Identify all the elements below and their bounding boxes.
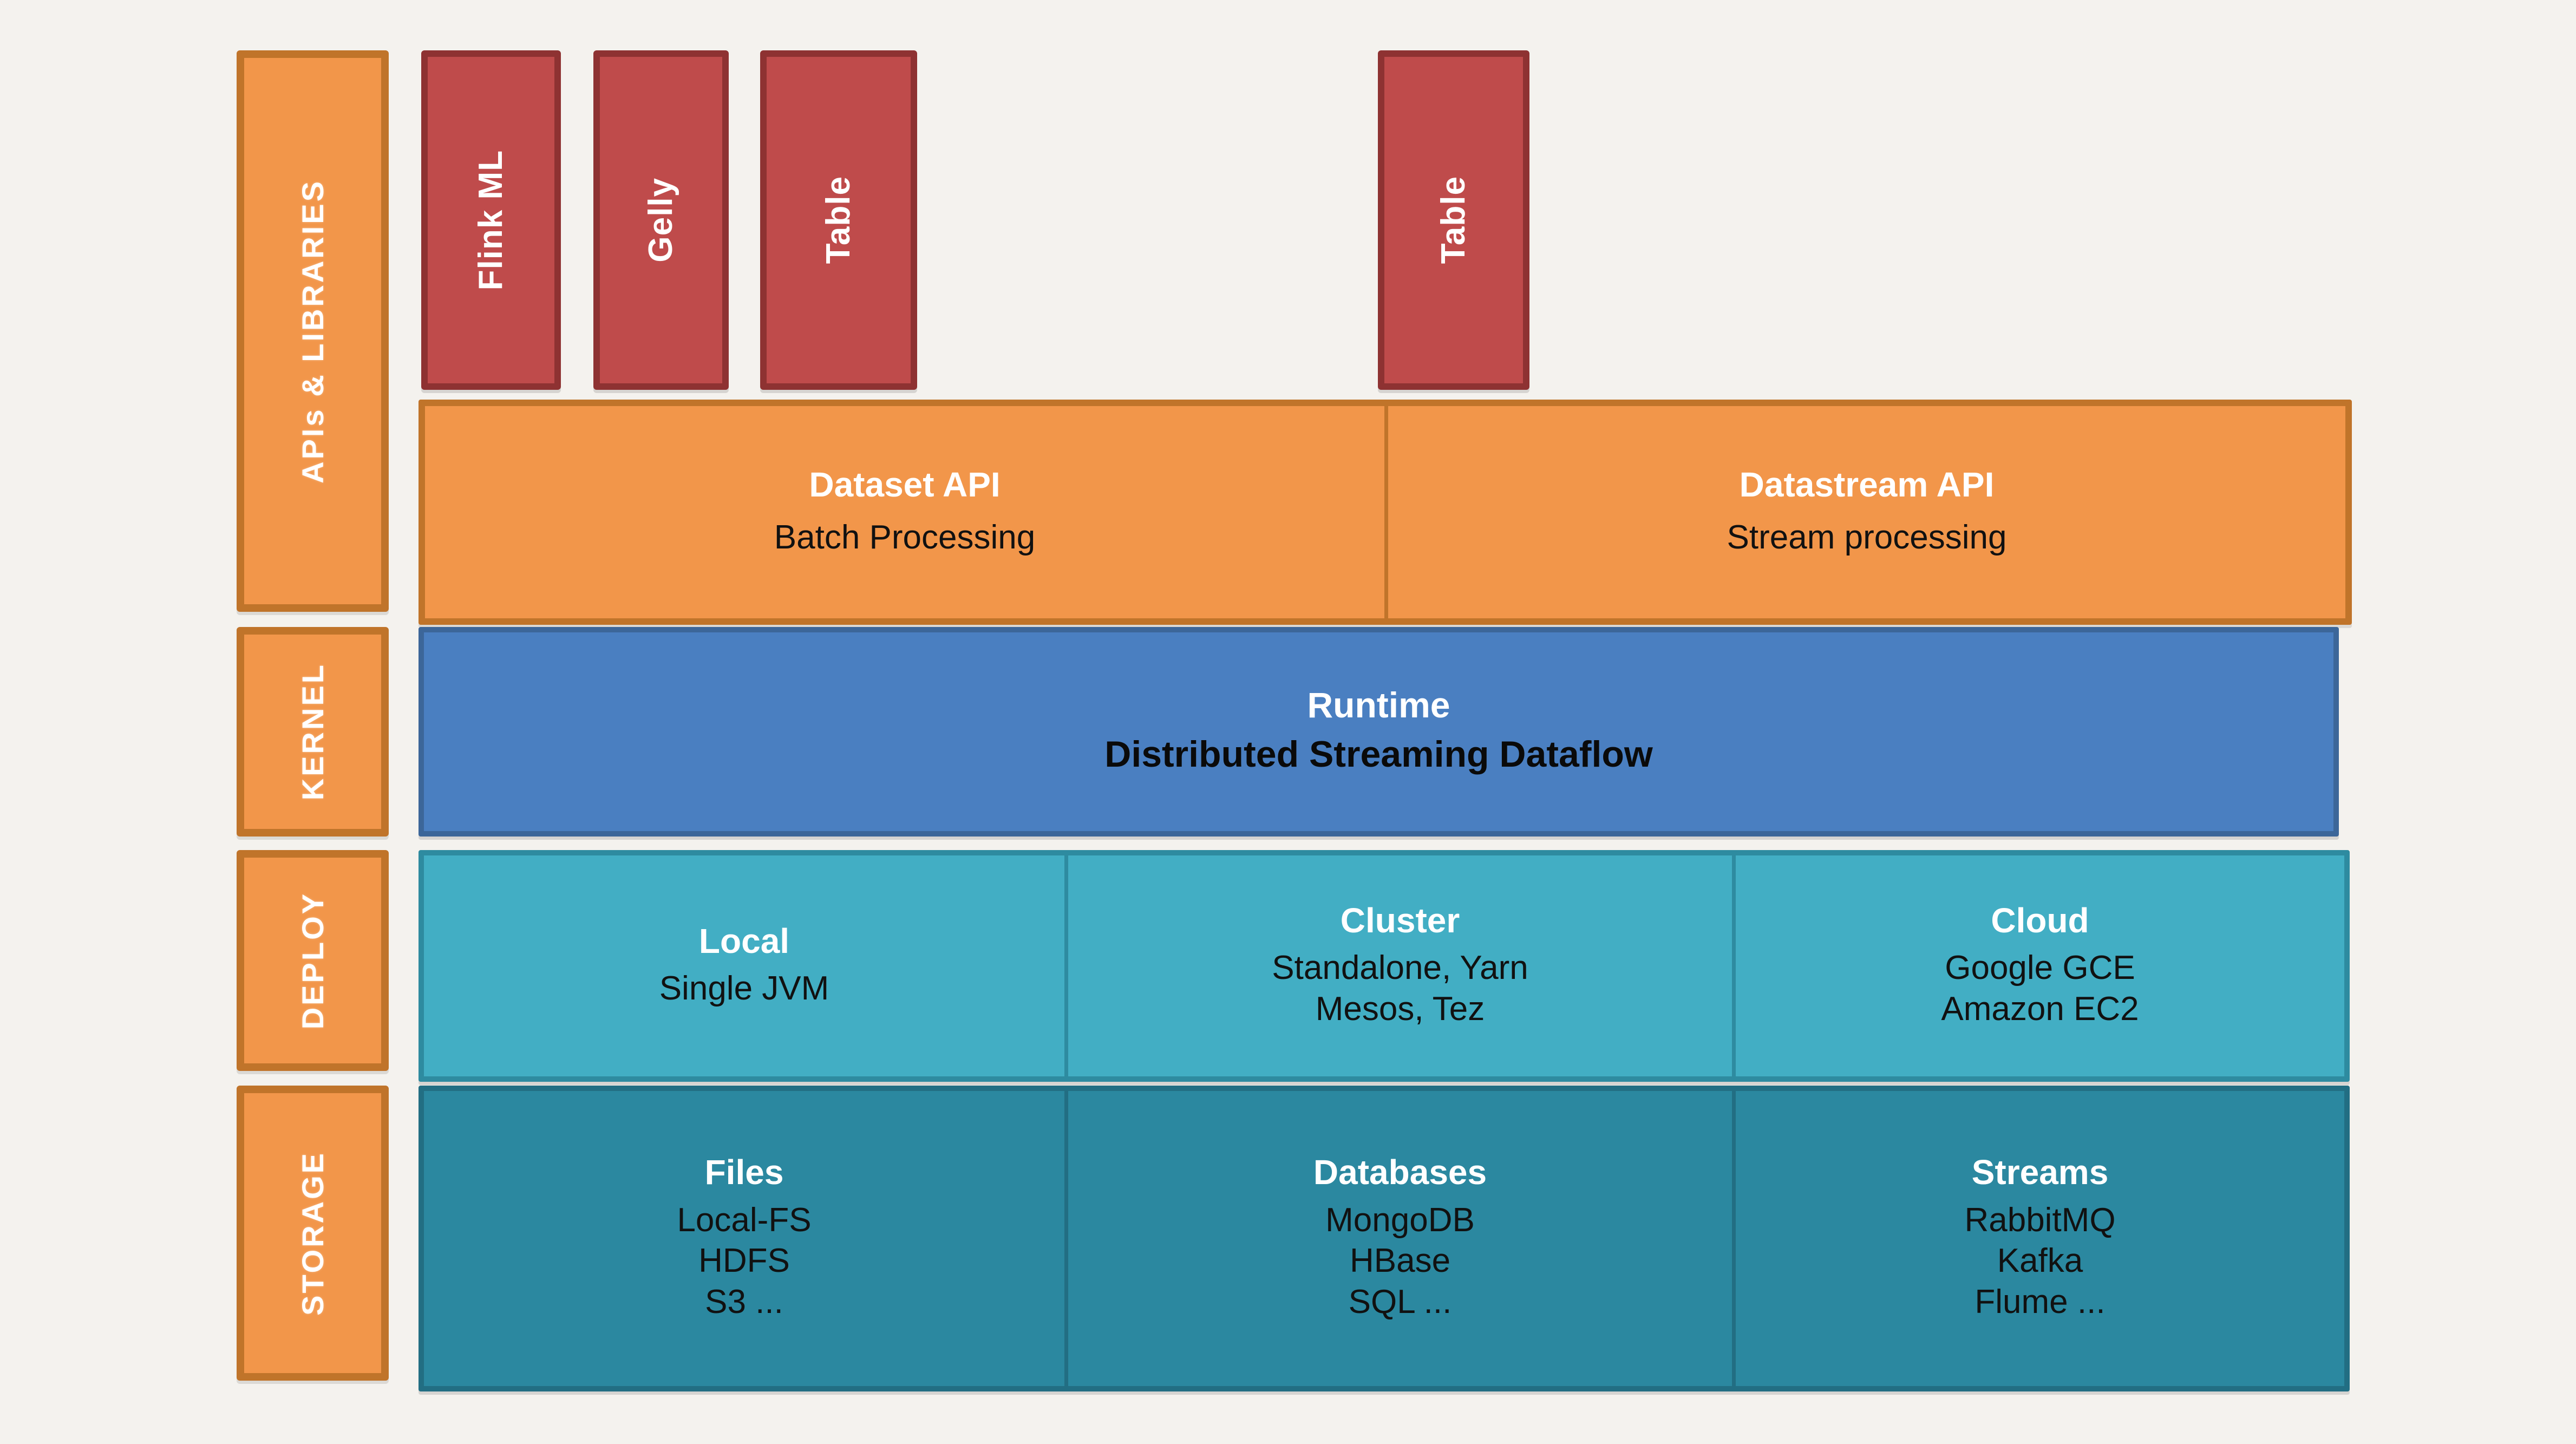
category-label-deploy[interactable]: DEPLOY (237, 850, 389, 1071)
kernel-title: Runtime (1307, 685, 1450, 726)
storage-band: Files Local-FS HDFS S3 ... Databases Mon… (419, 1086, 2350, 1391)
deploy-cell-cluster-title: Cluster (1340, 900, 1460, 940)
category-label-kernel[interactable]: KERNEL (237, 627, 389, 837)
storage-cell-databases-line-1: HBase (1349, 1242, 1451, 1280)
api-cell-datastream[interactable]: Datastream API Stream processing (1384, 406, 2345, 618)
library-chip-gelly[interactable]: Gelly (593, 50, 729, 390)
deploy-cell-cloud-line-1: Amazon EC2 (1941, 990, 2139, 1028)
category-label-apis-libraries[interactable]: APIs & LIBRARIES (237, 50, 389, 612)
api-cell-datastream-subtitle: Stream processing (1727, 518, 2007, 556)
category-label-apis-libraries-text: APIs & LIBRARIES (295, 179, 330, 483)
kernel-band[interactable]: Runtime Distributed Streaming Dataflow (419, 627, 2339, 837)
storage-cell-databases[interactable]: Databases MongoDB HBase SQL ... (1064, 1091, 1732, 1386)
deploy-cell-local[interactable]: Local Single JVM (424, 855, 1064, 1076)
library-chip-table-batch-label: Table (820, 176, 857, 264)
api-band: Dataset API Batch Processing Datastream … (419, 400, 2352, 625)
storage-cell-streams-line-1: Kafka (1997, 1242, 2083, 1280)
deploy-cell-local-title: Local (698, 921, 790, 961)
deploy-cell-cloud-title: Cloud (1991, 900, 2089, 940)
storage-cell-databases-line-0: MongoDB (1325, 1201, 1475, 1239)
deploy-cell-cloud[interactable]: Cloud Google GCE Amazon EC2 (1732, 855, 2344, 1076)
deploy-cell-local-line-0: Single JVM (659, 969, 829, 1007)
library-chip-table-stream[interactable]: Table (1378, 50, 1529, 390)
storage-cell-files-line-0: Local-FS (677, 1201, 812, 1239)
library-chip-table-stream-label: Table (1435, 176, 1472, 264)
api-cell-dataset-subtitle: Batch Processing (774, 518, 1036, 556)
deploy-band: Local Single JVM Cluster Standalone, Yar… (419, 850, 2350, 1082)
storage-cell-databases-line-2: SQL ... (1348, 1283, 1452, 1321)
category-label-storage-text: STORAGE (295, 1151, 330, 1316)
storage-cell-streams-line-0: RabbitMQ (1964, 1201, 2116, 1239)
library-chip-flink-ml-label: Flink ML (472, 149, 509, 291)
storage-cell-files-line-2: S3 ... (705, 1283, 783, 1321)
storage-cell-files[interactable]: Files Local-FS HDFS S3 ... (424, 1091, 1064, 1386)
deploy-cell-cluster[interactable]: Cluster Standalone, Yarn Mesos, Tez (1064, 855, 1732, 1076)
storage-cell-streams-line-2: Flume ... (1975, 1283, 2106, 1321)
api-cell-dataset[interactable]: Dataset API Batch Processing (425, 406, 1384, 618)
storage-cell-files-title: Files (704, 1153, 784, 1192)
category-label-kernel-text: KERNEL (295, 663, 330, 801)
storage-cell-streams[interactable]: Streams RabbitMQ Kafka Flume ... (1732, 1091, 2344, 1386)
storage-cell-databases-title: Databases (1313, 1153, 1487, 1192)
library-chip-gelly-label: Gelly (642, 178, 679, 263)
deploy-cell-cluster-line-0: Standalone, Yarn (1272, 949, 1528, 986)
api-cell-dataset-title: Dataset API (809, 465, 1001, 504)
api-cell-datastream-title: Datastream API (1739, 465, 1995, 504)
kernel-subtitle: Distributed Streaming Dataflow (1104, 734, 1653, 775)
deploy-cell-cloud-line-0: Google GCE (1945, 949, 2135, 986)
deploy-cell-cluster-line-1: Mesos, Tez (1315, 990, 1485, 1028)
category-label-deploy-text: DEPLOY (295, 891, 330, 1030)
library-chip-flink-ml[interactable]: Flink ML (421, 50, 561, 390)
storage-cell-files-line-1: HDFS (698, 1242, 790, 1280)
library-chip-table-batch[interactable]: Table (760, 50, 917, 390)
category-label-storage[interactable]: STORAGE (237, 1086, 389, 1381)
storage-cell-streams-title: Streams (1971, 1153, 2109, 1192)
